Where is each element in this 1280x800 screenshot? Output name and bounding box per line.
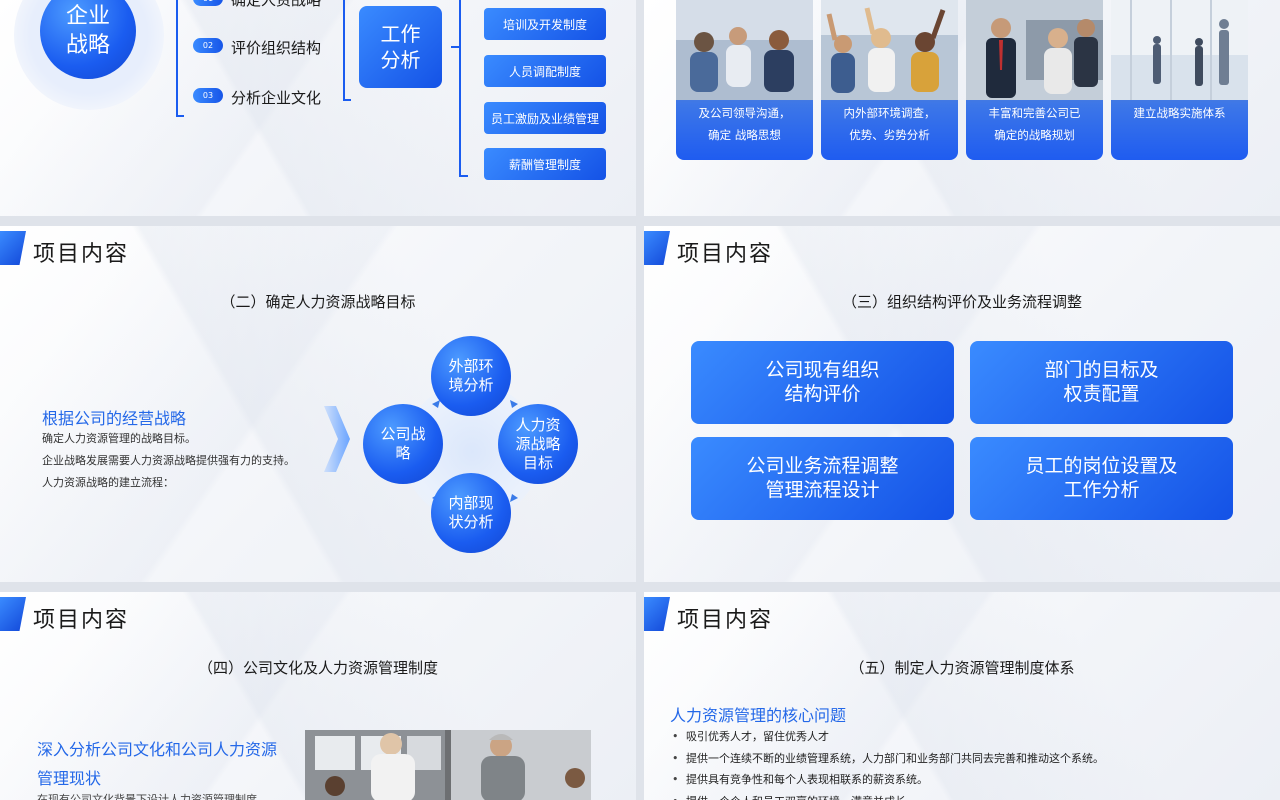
connector-line (343, 99, 351, 101)
celebrating-team-photo (821, 0, 958, 100)
slide-thumbnail-1[interactable]: 企业 战略 01 确定人资战略 02 评价组织结构 03 分析企业文化 工作 分… (0, 0, 636, 216)
job-setup-box: 员工的岗位设置及 工作分析 (970, 437, 1233, 520)
company-strategy-circle: 公司战 略 (363, 404, 443, 484)
connector-line (343, 0, 345, 100)
chevron-right-icon (324, 406, 350, 472)
enterprise-strategy-circle: 企业 战略 (40, 0, 136, 79)
business-people-photo (966, 0, 1103, 100)
section-heading: 根据公司的经营战略 (42, 409, 187, 428)
card-caption: 丰富和完善公司已 确定的战略规划 (988, 106, 1081, 142)
strategy-card: 内外部环境调查， 优势、劣势分析 (821, 0, 958, 160)
connector-line (176, 115, 184, 117)
header-accent (644, 597, 670, 631)
card-caption: 建立战略实施体系 (1133, 106, 1226, 120)
salary-system-box: 薪酬管理制度 (484, 148, 606, 180)
slide-thumbnail-4[interactable]: 项目内容 （三）组织结构评价及业务流程调整 公司现有组织 结构评价 部门的目标及… (644, 226, 1280, 582)
section-heading: 深入分析公司文化和公司人力资源 管理现状 (37, 740, 278, 788)
office-meeting-photo (305, 730, 591, 800)
dept-goals-box: 部门的目标及 权责配置 (970, 341, 1233, 424)
item-number-badge: 01 (193, 0, 223, 6)
connector-line (176, 0, 178, 116)
header-accent (0, 597, 26, 631)
strategy-card: 及公司领导沟通， 确定 战略思想 (676, 0, 813, 160)
slide-header-title: 项目内容 (33, 608, 130, 633)
list-item: 提供具有竞争性和每个人表现相联系的薪资系统。 (670, 769, 1270, 791)
job-analysis-box: 工作 分析 (359, 6, 442, 88)
connector-line (459, 175, 468, 177)
slide-subtitle: （四）公司文化及人力资源管理制度 (197, 659, 438, 677)
external-env-circle: 外部环 境分析 (431, 336, 511, 416)
connector-line (451, 46, 460, 48)
body-line: 确定人力资源管理的战略目标。 (42, 432, 196, 445)
slide-thumbnail-6[interactable]: 项目内容 （五）制定人力资源管理制度体系 人力资源管理的核心问题 吸引优秀人才，… (644, 592, 1280, 800)
slide-header-title: 项目内容 (33, 242, 130, 267)
body-line: 在现有公司文化背景下设计人力资源管理制度 (37, 793, 257, 800)
section-heading: 人力资源管理的核心问题 (670, 706, 847, 725)
item-label: 确定人资战略 (231, 0, 322, 9)
slide-subtitle: （二）确定人力资源战略目标 (220, 293, 416, 311)
strategy-card: 建立战略实施体系 (1111, 0, 1248, 160)
incentive-system-box: 员工激励及业绩管理 (484, 102, 606, 134)
body-line: 人力资源战略的建立流程： (42, 476, 174, 489)
internal-status-circle: 内部现 状分析 (431, 473, 511, 553)
list-item: 提供一个个人和员工双赢的环境，满意并成长 (670, 791, 1270, 800)
item-label: 分析企业文化 (231, 89, 322, 107)
header-accent (644, 231, 670, 265)
body-line: 企业战略发展需要人力资源战略提供强有力的支持。 (42, 454, 295, 467)
org-structure-box: 公司现有组织 结构评价 (691, 341, 954, 424)
team-meeting-photo (676, 0, 813, 100)
slide-subtitle: （五）制定人力资源管理制度体系 (849, 659, 1075, 677)
hr-strategy-goal-circle: 人力资 源战略 目标 (498, 404, 578, 484)
item-number-badge: 03 (193, 88, 223, 103)
bullet-list: 吸引优秀人才，留住优秀人才 提供一个连续不断的业绩管理系统，人力部门和业务部门共… (670, 726, 1270, 800)
process-adjust-box: 公司业务流程调整 管理流程设计 (691, 437, 954, 520)
slide-thumbnail-3[interactable]: 项目内容 （二）确定人力资源战略目标 根据公司的经营战略 确定人力资源管理的战略… (0, 226, 636, 582)
card-caption: 及公司领导沟通， 确定 战略思想 (698, 106, 791, 142)
slide-subtitle: （三）组织结构评价及业务流程调整 (841, 293, 1082, 311)
strategy-card: 丰富和完善公司已 确定的战略规划 (966, 0, 1103, 160)
slide-thumbnail-2[interactable]: 及公司领导沟通， 确定 战略思想 内外部环境调查， 优势、劣势分析 (644, 0, 1280, 216)
office-walking-photo (1111, 0, 1248, 100)
slide-header-title: 项目内容 (677, 242, 774, 267)
list-item: 吸引优秀人才，留住优秀人才 (670, 726, 1270, 748)
slide-header-title: 项目内容 (677, 608, 774, 633)
connector-line (459, 0, 461, 176)
list-item: 提供一个连续不断的业绩管理系统，人力部门和业务部门共同去完善和推动这个系统。 (670, 748, 1270, 770)
card-caption: 内外部环境调查， 优势、劣势分析 (843, 106, 936, 142)
item-number-badge: 02 (193, 38, 223, 53)
slide-thumbnail-5[interactable]: 项目内容 （四）公司文化及人力资源管理制度 深入分析公司文化和公司人力资源 管理… (0, 592, 636, 800)
item-label: 评价组织结构 (231, 39, 322, 57)
staffing-system-box: 人员调配制度 (484, 55, 606, 87)
header-accent (0, 231, 26, 265)
training-system-box: 培训及开发制度 (484, 8, 606, 40)
